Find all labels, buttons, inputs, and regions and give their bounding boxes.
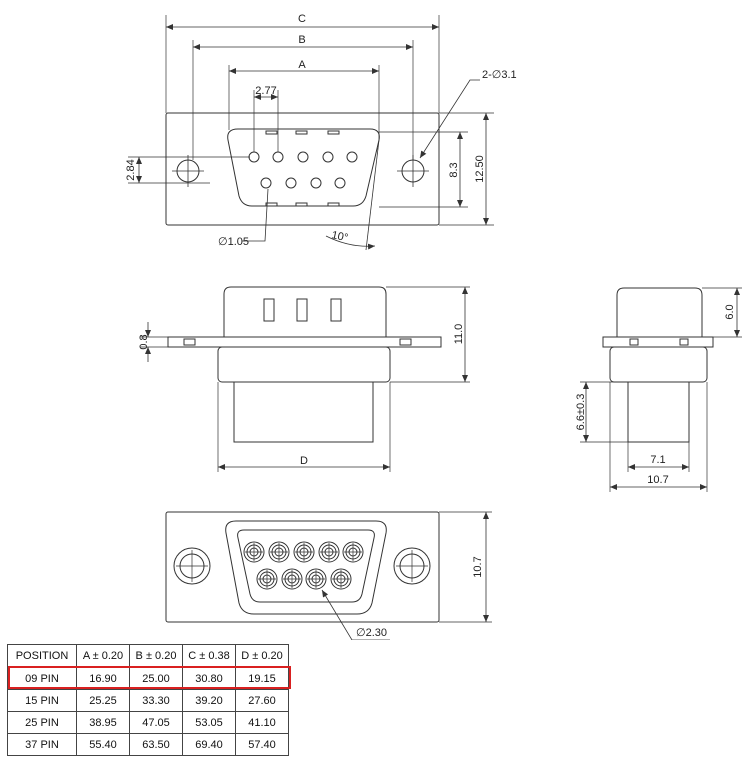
table-cell: 33.30 bbox=[129, 689, 183, 712]
top-view-labels: C B A 2.77 2-∅3.1 2.84 8.3 12.50 ∅1.05 1… bbox=[125, 13, 517, 248]
pin-diameter-label: ∅1.05 bbox=[218, 236, 249, 248]
contact-socket bbox=[281, 568, 303, 590]
dim-d-label: D bbox=[300, 455, 308, 467]
end-dimension-lines bbox=[583, 288, 740, 490]
table-cell: 25.00 bbox=[129, 667, 183, 690]
table-cell: 16.90 bbox=[76, 667, 130, 690]
table-cell: 30.80 bbox=[182, 667, 236, 690]
side-rivets bbox=[183, 338, 412, 346]
shell-outline bbox=[227, 128, 380, 207]
side-pins bbox=[263, 298, 342, 322]
table-row: 15 PIN 25.25 33.30 39.20 27.60 bbox=[7, 689, 289, 712]
contact-socket bbox=[318, 541, 340, 563]
body-height-label: 11.0 bbox=[453, 324, 465, 345]
bottom-shell-outer bbox=[225, 520, 387, 615]
table-cell: 27.60 bbox=[235, 689, 289, 712]
bottom-height-label: 10.7 bbox=[472, 556, 484, 577]
bottom-extension-lines bbox=[439, 511, 492, 623]
col-header-a: A ± 0.20 bbox=[76, 644, 130, 668]
dim-c-label: C bbox=[298, 13, 306, 25]
inner-height-label: 8.3 bbox=[448, 162, 460, 177]
table-row: 09 PIN 16.90 25.00 30.80 19.15 bbox=[7, 667, 289, 690]
dim-a-label: A bbox=[298, 59, 306, 71]
side-dimension-lines bbox=[145, 287, 468, 470]
col-header-position: POSITION bbox=[7, 644, 77, 668]
table-cell: 39.20 bbox=[182, 689, 236, 712]
end-view bbox=[580, 287, 742, 492]
extension-lines bbox=[128, 15, 494, 226]
end-shell-top bbox=[616, 287, 703, 337]
side-view bbox=[140, 286, 470, 472]
contact-socket bbox=[330, 568, 352, 590]
side-tail bbox=[233, 381, 374, 443]
col-header-d: D ± 0.20 bbox=[235, 644, 289, 668]
table-header-row: POSITION A ± 0.20 B ± 0.20 C ± 0.38 D ± … bbox=[7, 644, 289, 668]
contact-socket bbox=[305, 568, 327, 590]
dimension-lines bbox=[136, 24, 489, 251]
overall-depth-label: 10.7 bbox=[647, 474, 668, 486]
flange-height-label: 12.50 bbox=[474, 155, 486, 183]
bottom-dimension-lines bbox=[321, 512, 489, 640]
contact-socket bbox=[342, 541, 364, 563]
contact-socket bbox=[268, 541, 290, 563]
table-cell: 53.05 bbox=[182, 711, 236, 734]
table-cell: 25 PIN bbox=[7, 711, 77, 734]
table-cell: 69.40 bbox=[182, 733, 236, 756]
top-view bbox=[128, 15, 494, 251]
shell-slots bbox=[265, 130, 340, 207]
dim-b-label: B bbox=[298, 34, 305, 46]
flange-thickness-label: 0.8 bbox=[138, 334, 150, 349]
side-shell-top bbox=[223, 286, 387, 337]
connector-drawing: C B A 2.77 2-∅3.1 2.84 8.3 12.50 ∅1.05 1… bbox=[125, 13, 742, 640]
end-body bbox=[609, 346, 708, 383]
table-cell: 47.05 bbox=[129, 711, 183, 734]
contact-diameter-label: ∅2.30 bbox=[356, 627, 387, 639]
row-spacing-label: 2.84 bbox=[125, 159, 137, 180]
side-extension-lines bbox=[140, 286, 470, 472]
col-header-b: B ± 0.20 bbox=[129, 644, 183, 668]
angle-label: 10° bbox=[330, 229, 349, 244]
col-header-c: C ± 0.38 bbox=[182, 644, 236, 668]
shell-height-label: 6.0 bbox=[724, 304, 736, 319]
table-cell: 57.40 bbox=[235, 733, 289, 756]
side-body bbox=[217, 346, 391, 383]
end-rivets bbox=[629, 338, 689, 346]
tail-length-label: 6.6±0.3 bbox=[575, 394, 587, 431]
table-cell: 19.15 bbox=[235, 667, 289, 690]
end-view-labels: 6.0 6.6±0.3 7.1 10.7 bbox=[575, 304, 736, 486]
bottom-contacts bbox=[243, 541, 364, 590]
tail-width-label: 7.1 bbox=[650, 454, 665, 466]
end-tail bbox=[627, 381, 690, 443]
table-cell: 55.40 bbox=[76, 733, 130, 756]
side-view-labels: 0.8 11.0 D bbox=[138, 324, 465, 467]
dimension-table: POSITION A ± 0.20 B ± 0.20 C ± 0.38 D ± … bbox=[7, 644, 289, 756]
table-cell: 15 PIN bbox=[7, 689, 77, 712]
bottom-mount-left bbox=[173, 547, 211, 585]
table-cell: 63.50 bbox=[129, 733, 183, 756]
table-cell: 37 PIN bbox=[7, 733, 77, 756]
table-row: 25 PIN 38.95 47.05 53.05 41.10 bbox=[7, 711, 289, 734]
bottom-flange bbox=[165, 511, 440, 623]
end-flange bbox=[602, 336, 714, 348]
pin-pitch-label: 2.77 bbox=[255, 85, 276, 97]
centerlines bbox=[172, 155, 429, 187]
table-cell: 41.10 bbox=[235, 711, 289, 734]
contact-socket bbox=[243, 541, 265, 563]
flange-outline bbox=[165, 112, 440, 226]
mount-holes-label: 2-∅3.1 bbox=[482, 69, 517, 81]
table-row: 37 PIN 55.40 63.50 69.40 57.40 bbox=[7, 733, 289, 756]
bottom-view bbox=[165, 511, 492, 640]
bottom-mount-right bbox=[393, 547, 431, 585]
bottom-view-labels: 10.7 ∅2.30 bbox=[356, 556, 484, 639]
contact-socket bbox=[256, 568, 278, 590]
table-cell: 09 PIN bbox=[7, 667, 77, 690]
table-cell: 25.25 bbox=[76, 689, 130, 712]
pin-grid bbox=[248, 151, 358, 189]
contact-socket bbox=[293, 541, 315, 563]
table-cell: 38.95 bbox=[76, 711, 130, 734]
bottom-shell-inner bbox=[237, 529, 375, 603]
